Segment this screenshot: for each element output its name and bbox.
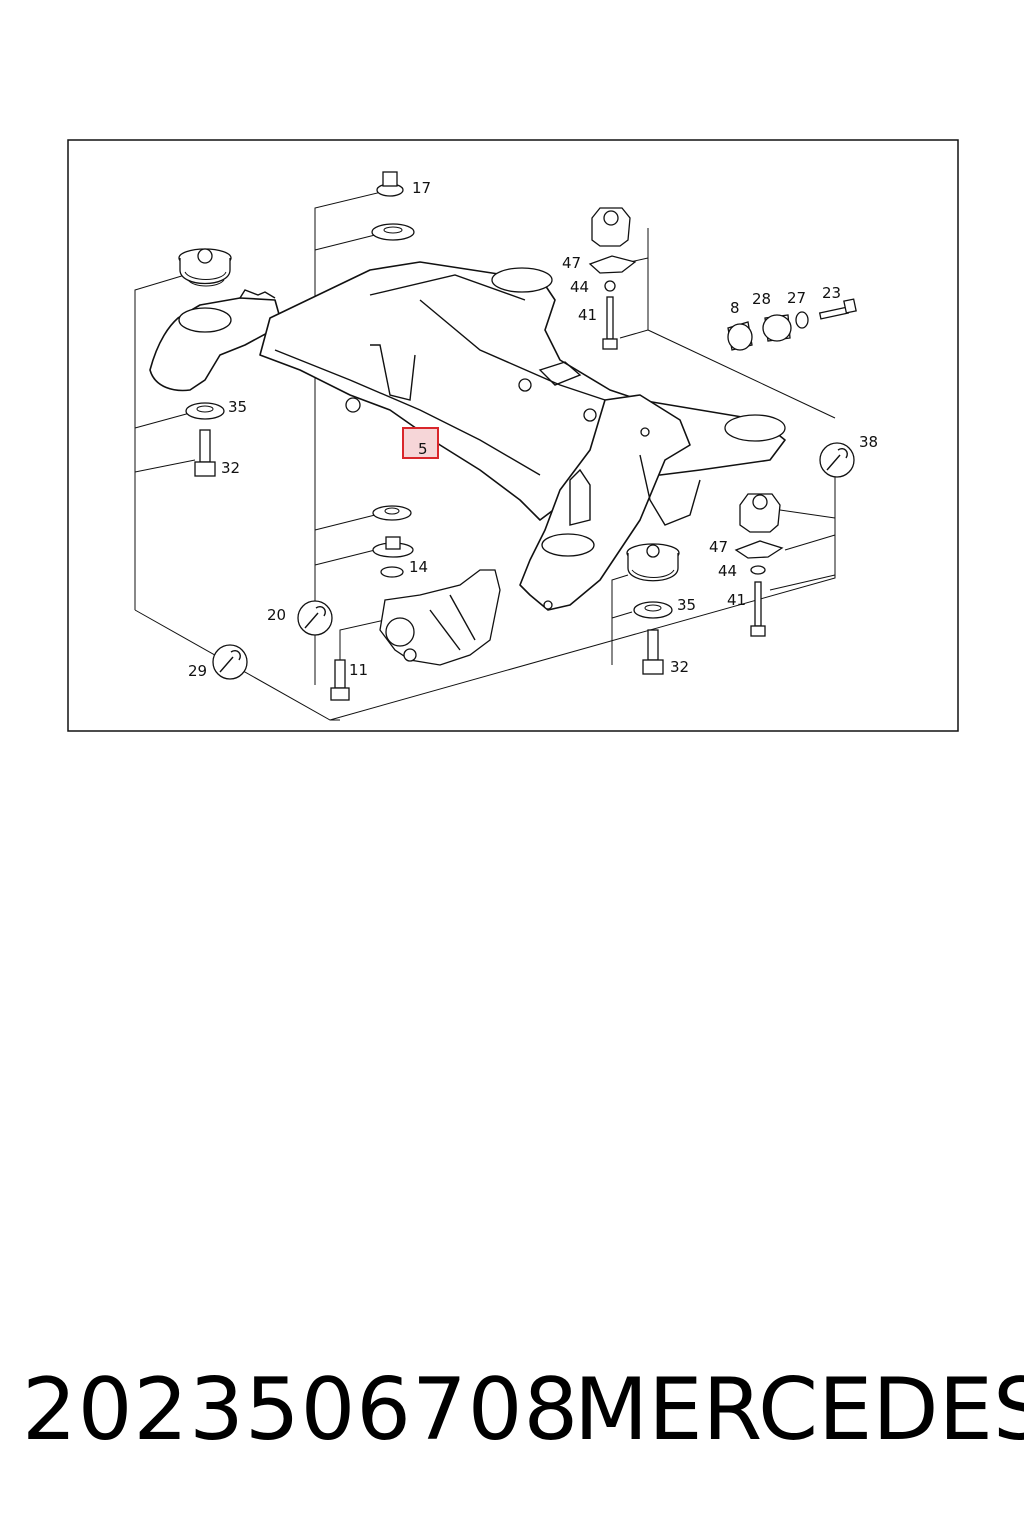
callout-44: 44 [718, 562, 737, 580]
brand-name: MERCEDES [574, 1360, 1024, 1460]
rubber-mount-lower-center [626, 543, 680, 675]
callout-17: 17 [412, 179, 431, 197]
callout-8: 8 [730, 299, 740, 317]
parts-diagram: 17 47 44 41 8 28 27 23 35 32 5 38 47 44 … [67, 139, 959, 732]
rubber-mount-upper-left [178, 248, 232, 287]
wrench-icon [819, 442, 855, 478]
callout-47: 47 [709, 538, 728, 556]
callout-11: 11 [349, 661, 368, 679]
differential-sketch [379, 569, 501, 666]
callout-20: 20 [267, 606, 286, 624]
callout-47: 47 [562, 254, 581, 272]
callout-38: 38 [859, 433, 878, 451]
callout-27: 27 [787, 289, 806, 307]
callout-23: 23 [822, 284, 841, 302]
callout-44: 44 [570, 278, 589, 296]
rubber-mount-lower-right [734, 493, 784, 637]
callout-5: 5 [418, 440, 428, 458]
bushing-set [727, 298, 857, 351]
callout-35: 35 [677, 596, 696, 614]
wrench-icon [297, 600, 333, 636]
callout-32: 32 [670, 658, 689, 676]
callout-14: 14 [409, 558, 428, 576]
wrench-icon [212, 644, 248, 680]
rubber-mount-upper-right [588, 207, 637, 350]
highlight-box [402, 427, 439, 459]
callout-32: 32 [221, 459, 240, 477]
callout-35: 35 [228, 398, 247, 416]
callout-41: 41 [578, 306, 597, 324]
callout-28: 28 [752, 290, 771, 308]
diagram-frame [67, 139, 959, 732]
part-number: 2023506708 [22, 1360, 580, 1460]
leader-lines [134, 189, 836, 721]
callout-29: 29 [188, 662, 207, 680]
footer: 2023506708 MERCEDES [0, 1360, 1024, 1480]
callout-41: 41 [727, 591, 746, 609]
bolt-left [185, 402, 225, 477]
subframe [149, 261, 786, 611]
center-fasteners [330, 171, 415, 701]
